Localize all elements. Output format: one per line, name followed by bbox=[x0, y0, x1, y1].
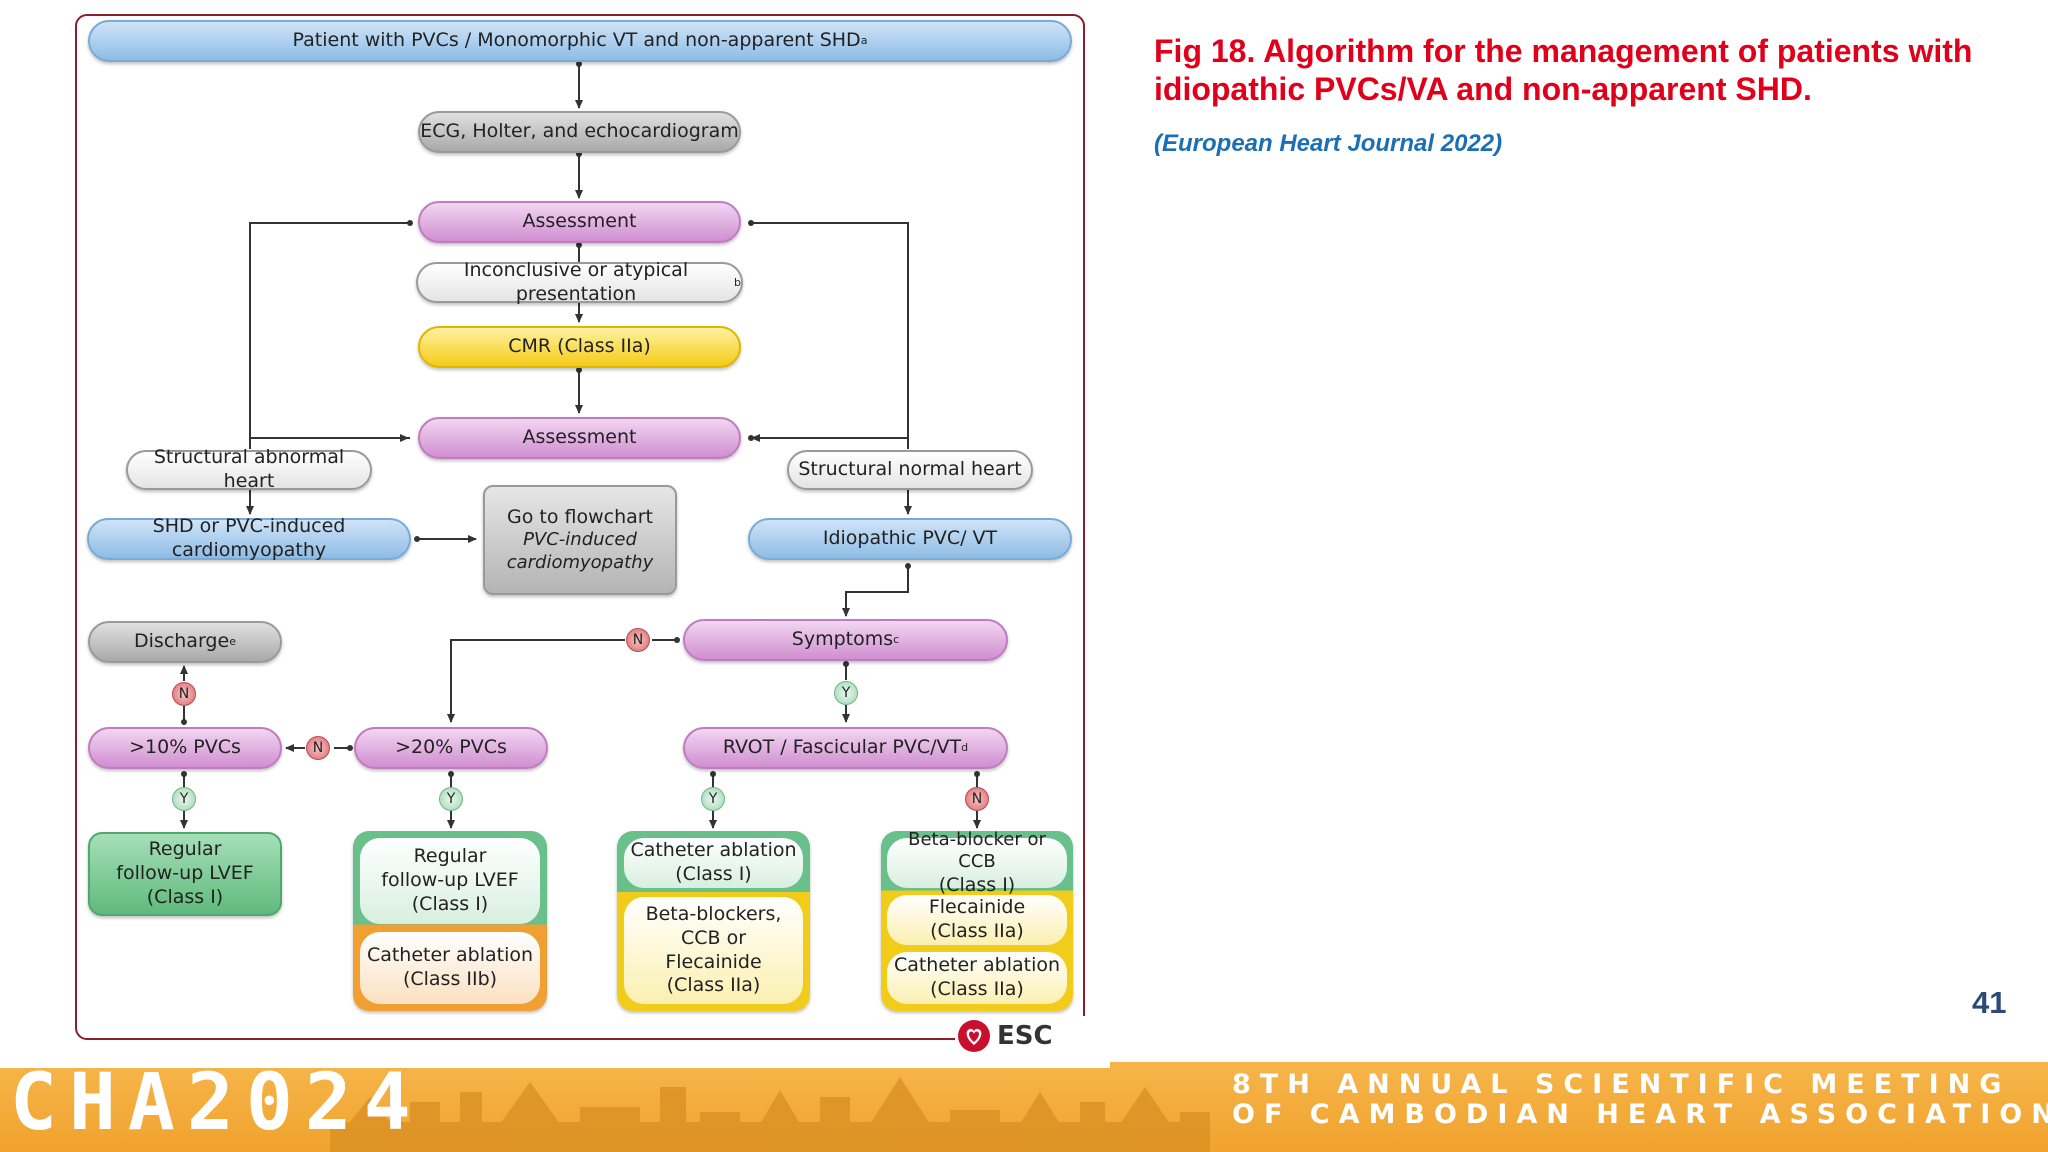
node-idiopathic: Idiopathic PVC/ VT bbox=[748, 518, 1072, 560]
node-patient-pvcs: Patient with PVCs / Monomorphic VT and n… bbox=[88, 20, 1072, 62]
badge-yes-10pct: Y bbox=[172, 787, 196, 811]
box-betablockers-ccb-flecainide: Beta-blockers, CCB or Flecainide (Class … bbox=[624, 897, 803, 1004]
betablocker-ccb-line1: Beta-blocker or CCB bbox=[908, 828, 1046, 873]
box-flecainide: Flecainide (Class IIa) bbox=[887, 895, 1067, 945]
node-structural-abnormal: Structural abnormal heart bbox=[126, 446, 372, 492]
box-betablocker-ccb: Beta-blocker or CCB (Class I) bbox=[887, 829, 1067, 896]
badge-no-10pct: N bbox=[172, 682, 196, 706]
node-rvot-label: RVOT / Fascicular PVC/VT bbox=[722, 736, 962, 759]
node-20pct-pvcs: >20% PVCs bbox=[354, 727, 548, 769]
node-10pct-label: >10% PVCs bbox=[129, 736, 241, 759]
footnote-e: e bbox=[229, 635, 236, 649]
node-symptoms-label: Symptoms bbox=[791, 628, 894, 651]
esc-logo: ESC bbox=[955, 1016, 1085, 1056]
node-regular-followup-green: Regular follow-up LVEF (Class I) bbox=[88, 832, 282, 916]
node-ecg-label: ECG, Holter, and echocardiogram bbox=[420, 120, 739, 143]
ablation-i-line2: (Class I) bbox=[675, 863, 752, 885]
esc-logo-text: ESC bbox=[997, 1021, 1053, 1051]
badge-yes-rvot: Y bbox=[701, 787, 725, 811]
badge-no-20pct-label: N bbox=[312, 740, 324, 756]
box-ablation-iia: Catheter ablation (Class IIa) bbox=[887, 952, 1067, 1004]
badge-no-rvot-label: N bbox=[971, 791, 983, 807]
ablation-i-line1: Catheter ablation bbox=[630, 839, 797, 862]
box-ablation-iib: Catheter ablation (Class IIb) bbox=[360, 932, 540, 1004]
badge-yes-symptoms: Y bbox=[834, 681, 858, 705]
flecainide-line1: Flecainide bbox=[928, 896, 1026, 919]
node-20pct-label: >20% PVCs bbox=[395, 736, 507, 759]
heart-icon bbox=[958, 1020, 990, 1052]
badge-yes-20pct: Y bbox=[439, 787, 463, 811]
node-idiopathic-label: Idiopathic PVC/ VT bbox=[822, 527, 998, 550]
betablockers-line2: CCB or bbox=[680, 926, 747, 949]
node-ecg-holter-echo: ECG, Holter, and echocardiogram bbox=[418, 111, 741, 153]
meeting-title-line2: OF CAMBODIAN HEART ASSOCIATION bbox=[1232, 1099, 2048, 1130]
node-assessment-1-label: Assessment bbox=[522, 210, 637, 233]
flecainide-line2: (Class IIa) bbox=[930, 920, 1024, 942]
box-regular-and-ablation-iib: Regular follow-up LVEF (Class I) Cathete… bbox=[353, 831, 547, 1011]
node-assessment-2-label: Assessment bbox=[522, 426, 637, 449]
betablockers-line3: Flecainide bbox=[665, 950, 762, 973]
node-discharge-label: Discharge bbox=[134, 630, 230, 653]
regular-line3: (Class I) bbox=[411, 892, 489, 915]
slide-subtitle: (European Heart Journal 2022) bbox=[1154, 130, 1503, 157]
node-cmr: CMR (Class IIa) bbox=[418, 326, 741, 368]
badge-no-20pct: N bbox=[306, 736, 330, 760]
footnote-a: a bbox=[860, 34, 868, 48]
slide-title: Fig 18. Algorithm for the management of … bbox=[1154, 33, 1973, 107]
node-structural-abnormal-label: Structural abnormal heart bbox=[153, 446, 345, 492]
node-patient-pvcs-label: Patient with PVCs / Monomorphic VT and n… bbox=[292, 29, 861, 52]
meeting-title-line1: 8TH ANNUAL SCIENTIFIC MEETING bbox=[1232, 1069, 2011, 1100]
badge-no-symptoms: N bbox=[626, 628, 650, 652]
node-assessment-1: Assessment bbox=[418, 201, 741, 243]
badge-no-10pct-label: N bbox=[178, 686, 190, 702]
node-goto-flowchart: Go to flowchart PVC-induced cardiomyopat… bbox=[483, 485, 677, 595]
node-cmr-label: CMR (Class IIa) bbox=[508, 335, 651, 358]
badge-yes-rvot-label: Y bbox=[708, 791, 718, 807]
footnote-b: b bbox=[734, 275, 741, 289]
node-10pct-pvcs: >10% PVCs bbox=[88, 727, 282, 769]
betablockers-line4: (Class IIa) bbox=[666, 974, 761, 997]
regular-green-line3: (Class I) bbox=[146, 885, 224, 908]
badge-no-rvot: N bbox=[965, 787, 989, 811]
node-goto-line1: Go to flowchart bbox=[506, 505, 654, 528]
ablation-iia-line1: Catheter ablation bbox=[893, 954, 1061, 977]
regular-green-line1: Regular bbox=[148, 838, 222, 861]
badge-yes-20pct-label: Y bbox=[446, 791, 456, 807]
node-structural-normal: Structural normal heart bbox=[787, 450, 1033, 490]
ablation-iia-line2: (Class IIa) bbox=[930, 978, 1024, 1000]
betablocker-ccb-line2: (Class I) bbox=[938, 873, 1016, 896]
node-assessment-2: Assessment bbox=[418, 417, 741, 459]
regular-line1: Regular bbox=[413, 845, 487, 868]
badge-yes-10pct-label: Y bbox=[179, 791, 189, 807]
event-logo-text: CHA2024 bbox=[10, 1058, 423, 1148]
node-structural-normal-label: Structural normal heart bbox=[798, 458, 1022, 481]
regular-line2: follow-up LVEF bbox=[381, 869, 519, 892]
node-goto-line2: PVC-induced bbox=[523, 529, 637, 551]
ablation-iib-line1: Catheter ablation bbox=[366, 944, 534, 967]
footnote-d: d bbox=[961, 741, 969, 755]
node-shd-pvc-label: SHD or PVC-induced cardiomyopathy bbox=[152, 515, 346, 561]
node-inconclusive: Inconclusive or atypical presentation b bbox=[416, 259, 743, 305]
box-betablocker-flecainide-ablation: Beta-blocker or CCB (Class I) Flecainide… bbox=[881, 829, 1073, 1011]
regular-green-line2: follow-up LVEF bbox=[116, 862, 254, 885]
node-goto-line3: cardiomyopathy bbox=[506, 551, 654, 573]
betablockers-line1: Beta-blockers, bbox=[645, 903, 782, 925]
skyline-illustration bbox=[330, 1077, 1210, 1152]
box-ablation-and-betablockers: Catheter ablation (Class I) Beta-blocker… bbox=[617, 831, 810, 1011]
box-regular-followup: Regular follow-up LVEF (Class I) bbox=[360, 838, 540, 924]
page-number: 41 bbox=[1972, 985, 2007, 1020]
badge-yes-symptoms-label: Y bbox=[841, 685, 851, 701]
footnote-c: c bbox=[893, 633, 900, 647]
node-shd-pvc-cardiomyopathy: SHD or PVC-induced cardiomyopathy bbox=[87, 515, 411, 561]
node-inconclusive-label: Inconclusive or atypical presentation bbox=[463, 258, 689, 305]
badge-no-symptoms-label: N bbox=[632, 632, 644, 648]
footer-strip bbox=[0, 1062, 1110, 1068]
ablation-iib-line2: (Class IIb) bbox=[402, 968, 498, 990]
box-ablation-i: Catheter ablation (Class I) bbox=[624, 838, 803, 888]
